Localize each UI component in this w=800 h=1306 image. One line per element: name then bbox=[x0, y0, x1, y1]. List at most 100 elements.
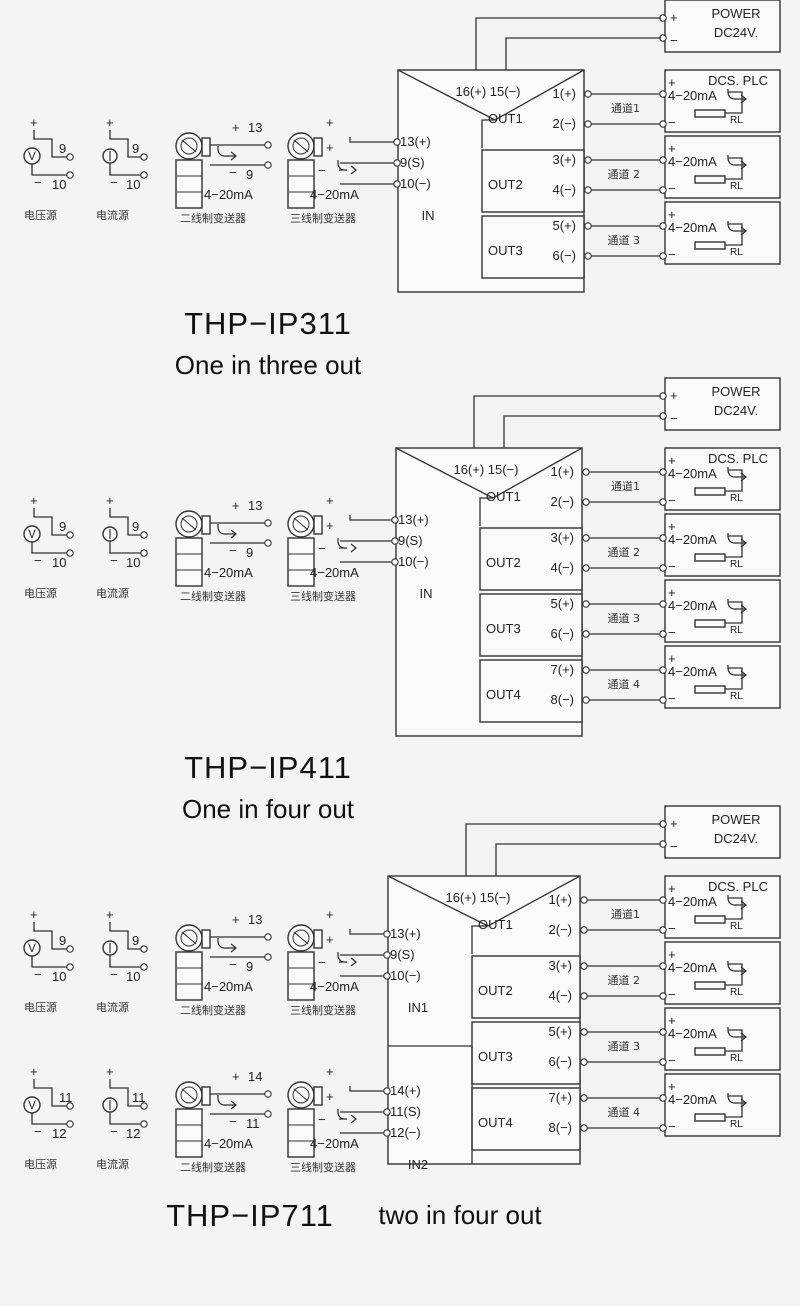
three-wire-label: 三线制变送器 bbox=[290, 1160, 356, 1174]
minus-sign: − bbox=[668, 559, 676, 574]
out1-border bbox=[481, 119, 495, 148]
channel-label: 通道 2 bbox=[608, 167, 641, 181]
v-symbol: V bbox=[28, 943, 36, 955]
arrow-head bbox=[740, 1098, 748, 1108]
output-name: OUT1 bbox=[486, 489, 521, 504]
arrow-head bbox=[230, 943, 238, 953]
plus-sign: + bbox=[326, 518, 334, 533]
terminal-dot bbox=[659, 90, 667, 98]
plus-sign: + bbox=[326, 493, 334, 508]
minus-sign: − bbox=[110, 967, 118, 982]
terminal-dot bbox=[582, 696, 590, 704]
output-pos-terminal: 5(+) bbox=[553, 218, 576, 233]
terminal-dot bbox=[659, 156, 667, 164]
curved-arrow-path bbox=[727, 220, 745, 232]
range-label: 4−20mA bbox=[668, 894, 717, 909]
curved-arrow-path bbox=[727, 598, 745, 610]
output-box bbox=[471, 1087, 581, 1151]
range-label: 4−20mA bbox=[204, 565, 253, 580]
terminal-dot bbox=[140, 153, 148, 161]
output-pos-terminal: 7(+) bbox=[549, 1090, 572, 1105]
plus-sign: + bbox=[232, 912, 240, 927]
range-label: 4−20mA bbox=[668, 88, 717, 103]
plus-sign: + bbox=[326, 115, 334, 130]
curved-arrow-path bbox=[727, 154, 745, 166]
power-voltage: DC24V. bbox=[714, 403, 758, 418]
input-label: IN bbox=[420, 586, 433, 601]
rl-label: RL bbox=[730, 115, 743, 126]
terminal-dot bbox=[383, 1108, 391, 1116]
plus-sign: + bbox=[106, 115, 114, 130]
terminal-dot bbox=[580, 1028, 588, 1036]
gauge-needle bbox=[181, 517, 197, 531]
minus-sign: − bbox=[34, 967, 42, 982]
range-label: 4−20mA bbox=[310, 565, 359, 580]
curved-arrow-icon bbox=[337, 537, 358, 553]
two-wire-label: 二线制变送器 bbox=[180, 211, 246, 225]
voltage-source-label: 电压源 bbox=[24, 586, 57, 600]
curved-arrow-path bbox=[727, 894, 745, 906]
current-source-label: 电流源 bbox=[96, 208, 129, 222]
transmitter-icon bbox=[287, 1081, 323, 1158]
power-box bbox=[664, 377, 781, 431]
neg-terminal-number: 12 bbox=[52, 1126, 66, 1141]
gauge-needle bbox=[181, 931, 197, 945]
v-symbol: V bbox=[28, 151, 36, 163]
plus-sign: + bbox=[668, 1079, 676, 1094]
output-box bbox=[479, 659, 583, 723]
rl-label: RL bbox=[730, 559, 743, 570]
terminal-dot bbox=[582, 498, 590, 506]
wire bbox=[31, 542, 68, 554]
input-s-terminal: 9(S) bbox=[400, 155, 425, 170]
output-neg-terminal: 8(−) bbox=[549, 1120, 572, 1135]
plus-sign: + bbox=[668, 75, 676, 90]
curved-arrow-icon bbox=[727, 960, 748, 976]
minus-sign: − bbox=[34, 175, 42, 190]
three-wire-label: 三线制变送器 bbox=[290, 1003, 356, 1017]
plus-sign: + bbox=[326, 140, 334, 155]
channel-label: 通道1 bbox=[611, 907, 640, 921]
current-source-label: 电流源 bbox=[96, 1000, 129, 1014]
rl-label: RL bbox=[730, 691, 743, 702]
dcs-plc-label: DCS. PLC bbox=[708, 451, 768, 466]
terminal-dot bbox=[383, 1087, 391, 1095]
terminal-dot bbox=[66, 531, 74, 539]
model-subtitle: two in four out bbox=[378, 1200, 542, 1230]
terminal-dot bbox=[580, 1058, 588, 1066]
output-neg-terminal: 6(−) bbox=[553, 248, 576, 263]
load-box bbox=[664, 1073, 781, 1137]
minus-sign: − bbox=[318, 1112, 326, 1127]
resistor-rl bbox=[694, 109, 726, 118]
arrow-head bbox=[740, 966, 748, 976]
input-wire-positive bbox=[349, 137, 394, 143]
input-wire-positive bbox=[349, 515, 392, 521]
power-wire-positive bbox=[465, 823, 661, 884]
curved-arrow-path bbox=[337, 159, 348, 171]
plus-sign: + bbox=[670, 388, 678, 403]
output-box bbox=[479, 527, 583, 591]
input-wire-positive bbox=[349, 1086, 384, 1092]
gauge-needle bbox=[181, 1088, 197, 1102]
curved-arrow-path bbox=[337, 951, 348, 963]
output-pos-terminal: 1(+) bbox=[549, 892, 572, 907]
terminal-dot bbox=[582, 600, 590, 608]
transmitter-body bbox=[287, 537, 315, 587]
range-label: 4−20mA bbox=[204, 1136, 253, 1151]
range-label: 4−20mA bbox=[668, 1026, 717, 1041]
gauge-dial bbox=[292, 929, 310, 947]
curved-arrow-path bbox=[727, 664, 745, 676]
gauge-dial bbox=[292, 515, 310, 533]
voltage-source-label: 电压源 bbox=[24, 1157, 57, 1171]
minus-sign: − bbox=[668, 493, 676, 508]
output-name: OUT1 bbox=[488, 111, 523, 126]
curved-arrow-path bbox=[337, 1108, 348, 1120]
channel-label: 通道 3 bbox=[608, 611, 641, 625]
wire bbox=[109, 922, 142, 950]
load-box bbox=[664, 513, 781, 577]
tx2-bottom-number: 9 bbox=[246, 167, 253, 182]
plus-sign: + bbox=[326, 1089, 334, 1104]
terminal-dot bbox=[140, 1120, 148, 1128]
